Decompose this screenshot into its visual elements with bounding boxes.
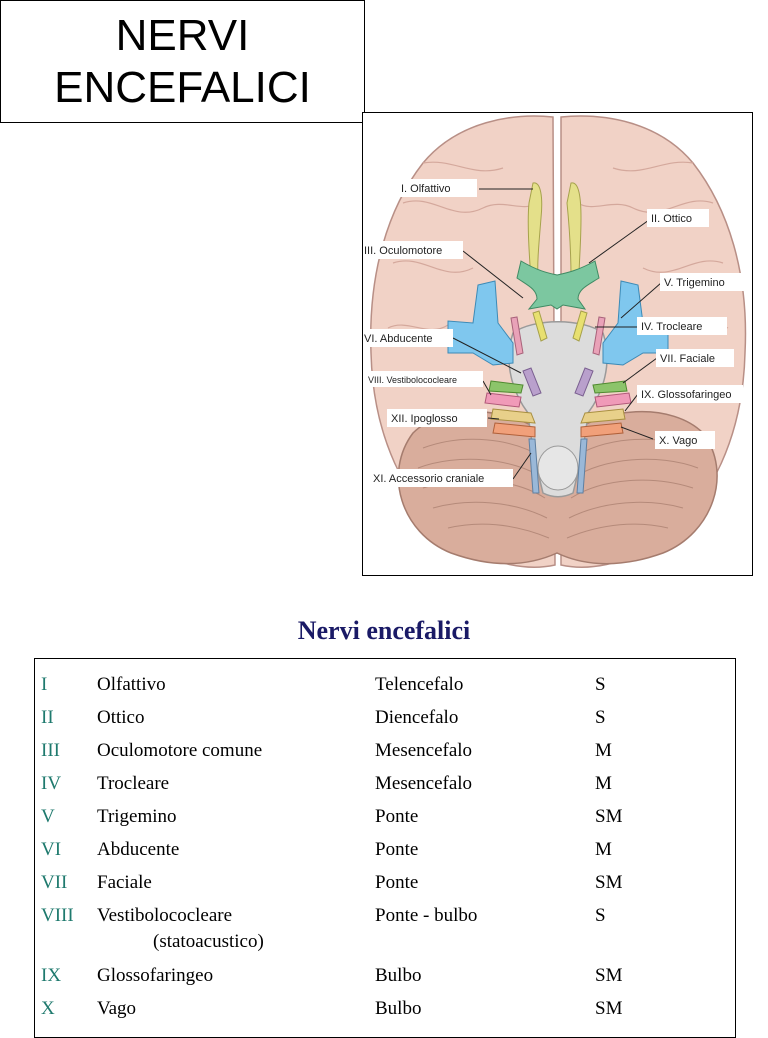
nerve-origin: Mesencefalo xyxy=(375,740,472,762)
label-olfattivo: I. Olfattivo xyxy=(397,179,477,197)
nerve-number: III xyxy=(41,740,60,762)
svg-text:X. Vago: X. Vago xyxy=(659,435,697,447)
nerve-type: SM xyxy=(595,806,622,828)
nerve-type: M xyxy=(595,839,612,861)
svg-text:I. Olfattivo: I. Olfattivo xyxy=(401,183,451,195)
nerve-number: II xyxy=(41,707,54,729)
nerve-type: M xyxy=(595,773,612,795)
nerve-number: X xyxy=(41,998,55,1020)
nerve-name: Trocleare xyxy=(97,773,169,795)
label-ottico: II. Ottico xyxy=(647,209,709,227)
svg-text:IV. Trocleare: IV. Trocleare xyxy=(641,321,702,333)
nerve-name: Ottico xyxy=(97,707,145,729)
nerve-name: Glossofaringeo xyxy=(97,965,213,987)
nerve-number: IV xyxy=(41,773,61,795)
nerve-number: VI xyxy=(41,839,61,861)
slide-title-line-2: ENCEFALICI xyxy=(54,62,311,114)
nerve-origin: Diencefalo xyxy=(375,707,458,729)
brain-diagram: I. Olfattivo II. Ottico III. Oculomotore… xyxy=(362,112,753,576)
nerve-number: VII xyxy=(41,872,67,894)
nerve-name-alt: (statoacustico) xyxy=(153,931,264,953)
label-vago: X. Vago xyxy=(655,431,715,449)
label-trigemino: V. Trigemino xyxy=(660,273,748,291)
nerve-type: SM xyxy=(595,965,622,987)
svg-text:VI. Abducente: VI. Abducente xyxy=(364,333,433,345)
label-abducente: VI. Abducente xyxy=(363,329,453,347)
nerve-name: Faciale xyxy=(97,872,152,894)
nerve-origin: Telencefalo xyxy=(375,674,463,696)
table-title: Nervi encefalici xyxy=(0,616,768,646)
label-faciale: VII. Faciale xyxy=(656,349,734,367)
cranial-nerves-table: I Olfattivo Telencefalo S II Ottico Dien… xyxy=(34,658,736,1038)
nerve-origin: Ponte xyxy=(375,872,418,894)
slide-title-box: NERVI ENCEFALICI xyxy=(0,0,365,123)
nerve-type: M xyxy=(595,740,612,762)
medulla xyxy=(538,446,578,490)
brain-diagram-svg: I. Olfattivo II. Ottico III. Oculomotore… xyxy=(363,113,752,575)
label-vestibolococleare: VIII. Vestibolococleare xyxy=(365,371,483,387)
label-trocleare: IV. Trocleare xyxy=(637,317,727,335)
nerve-type: SM xyxy=(595,872,622,894)
svg-text:XII. Ipoglosso: XII. Ipoglosso xyxy=(391,413,458,425)
nerve-origin: Bulbo xyxy=(375,965,421,987)
slide-title-line-1: NERVI xyxy=(116,10,250,62)
nerve-origin: Bulbo xyxy=(375,998,421,1020)
nerve-number: I xyxy=(41,674,47,696)
label-oculomotore: III. Oculomotore xyxy=(363,241,463,259)
label-glossofaringeo: IX. Glossofaringeo xyxy=(637,385,743,403)
nerve-number: VIII xyxy=(41,905,74,927)
svg-text:IX. Glossofaringeo: IX. Glossofaringeo xyxy=(641,389,732,401)
nerve-name: Vestibolococleare xyxy=(97,905,232,927)
label-ipoglosso: XII. Ipoglosso xyxy=(387,409,487,427)
nerve-number: IX xyxy=(41,965,61,987)
nerve-type: S xyxy=(595,905,606,927)
nerve-origin: Ponte xyxy=(375,806,418,828)
nerve-name: Abducente xyxy=(97,839,179,861)
nerve-number: V xyxy=(41,806,55,828)
svg-text:XI. Accessorio craniale: XI. Accessorio craniale xyxy=(373,473,484,485)
nerve-name: Trigemino xyxy=(97,806,177,828)
svg-text:II. Ottico: II. Ottico xyxy=(651,213,692,225)
nerve-origin: Ponte xyxy=(375,839,418,861)
svg-text:III. Oculomotore: III. Oculomotore xyxy=(364,245,442,257)
nerve-name: Vago xyxy=(97,998,136,1020)
svg-text:VII. Faciale: VII. Faciale xyxy=(660,353,715,365)
label-accessorio: XI. Accessorio craniale xyxy=(369,469,513,487)
nerve-type: S xyxy=(595,674,606,696)
nerve-origin: Ponte - bulbo xyxy=(375,905,477,927)
svg-text:VIII. Vestibolococleare: VIII. Vestibolococleare xyxy=(368,375,457,385)
nerve-type: SM xyxy=(595,998,622,1020)
nerve-type: S xyxy=(595,707,606,729)
nerve-origin: Mesencefalo xyxy=(375,773,472,795)
nerve-name: Oculomotore comune xyxy=(97,740,262,762)
svg-text:V. Trigemino: V. Trigemino xyxy=(664,277,725,289)
nerve-name: Olfattivo xyxy=(97,674,166,696)
